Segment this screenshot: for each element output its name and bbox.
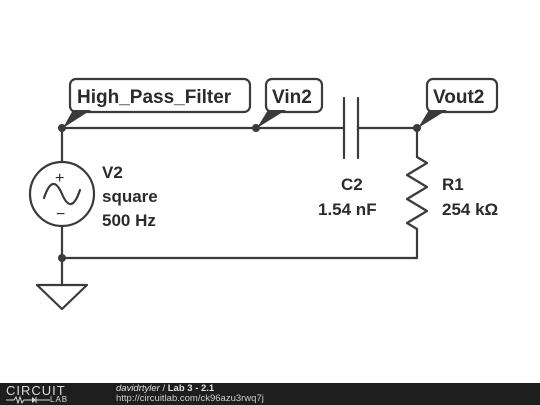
source-frequency: 500 Hz: [102, 211, 156, 230]
circuitlab-logo[interactable]: CIRCUIT LAB: [6, 384, 98, 404]
source-minus-sign: −: [56, 206, 65, 223]
footer-meta: davidrtyler / Lab 3 - 2.1: [116, 384, 214, 394]
logo-waveform-icon: [6, 395, 50, 404]
footer-separator: /: [159, 383, 168, 394]
net-label-vin2-text: Vin2: [272, 87, 312, 108]
net-label-high-pass-filter[interactable]: High_Pass_Filter: [63, 77, 252, 128]
source-type: square: [102, 187, 158, 206]
footer-url-link[interactable]: http://circuitlab.com/ck96azu3rwq7j: [116, 393, 264, 404]
circuit-schematic: + − High_Pass_Filter Vin2 Vout2 V2 squar…: [28, 77, 499, 311]
node-vin2: [252, 124, 260, 132]
footer-title: Lab 3 - 2.1: [167, 383, 215, 394]
net-label-high-pass-filter-text: High_Pass_Filter: [77, 87, 232, 108]
logo-text-top: CIRCUIT: [6, 383, 66, 398]
net-label-vin2[interactable]: Vin2: [257, 77, 324, 128]
node-ground: [58, 254, 66, 262]
voltage-source-v2[interactable]: + −: [28, 160, 96, 228]
footer-bar: CIRCUIT LAB davidrtyler / Lab 3 - 2.1 ht…: [0, 383, 540, 405]
net-label-vout2[interactable]: Vout2: [418, 77, 499, 128]
resistor-value: 254 kΩ: [442, 200, 498, 219]
node-high-pass-filter: [58, 124, 66, 132]
capacitor-value: 1.54 nF: [318, 200, 377, 219]
logo-text-bottom: LAB: [50, 395, 69, 404]
capacitor-c2[interactable]: [342, 96, 360, 160]
net-label-vout2-text: Vout2: [433, 87, 484, 108]
resistor-name: R1: [442, 175, 464, 194]
source-plus-sign: +: [55, 170, 64, 187]
footer-author-link[interactable]: davidrtyler: [116, 383, 160, 394]
source-name: V2: [102, 163, 123, 182]
ground-symbol[interactable]: [35, 283, 89, 311]
capacitor-name: C2: [341, 175, 363, 194]
node-vout2: [413, 124, 421, 132]
resistor-r1[interactable]: [405, 155, 429, 231]
